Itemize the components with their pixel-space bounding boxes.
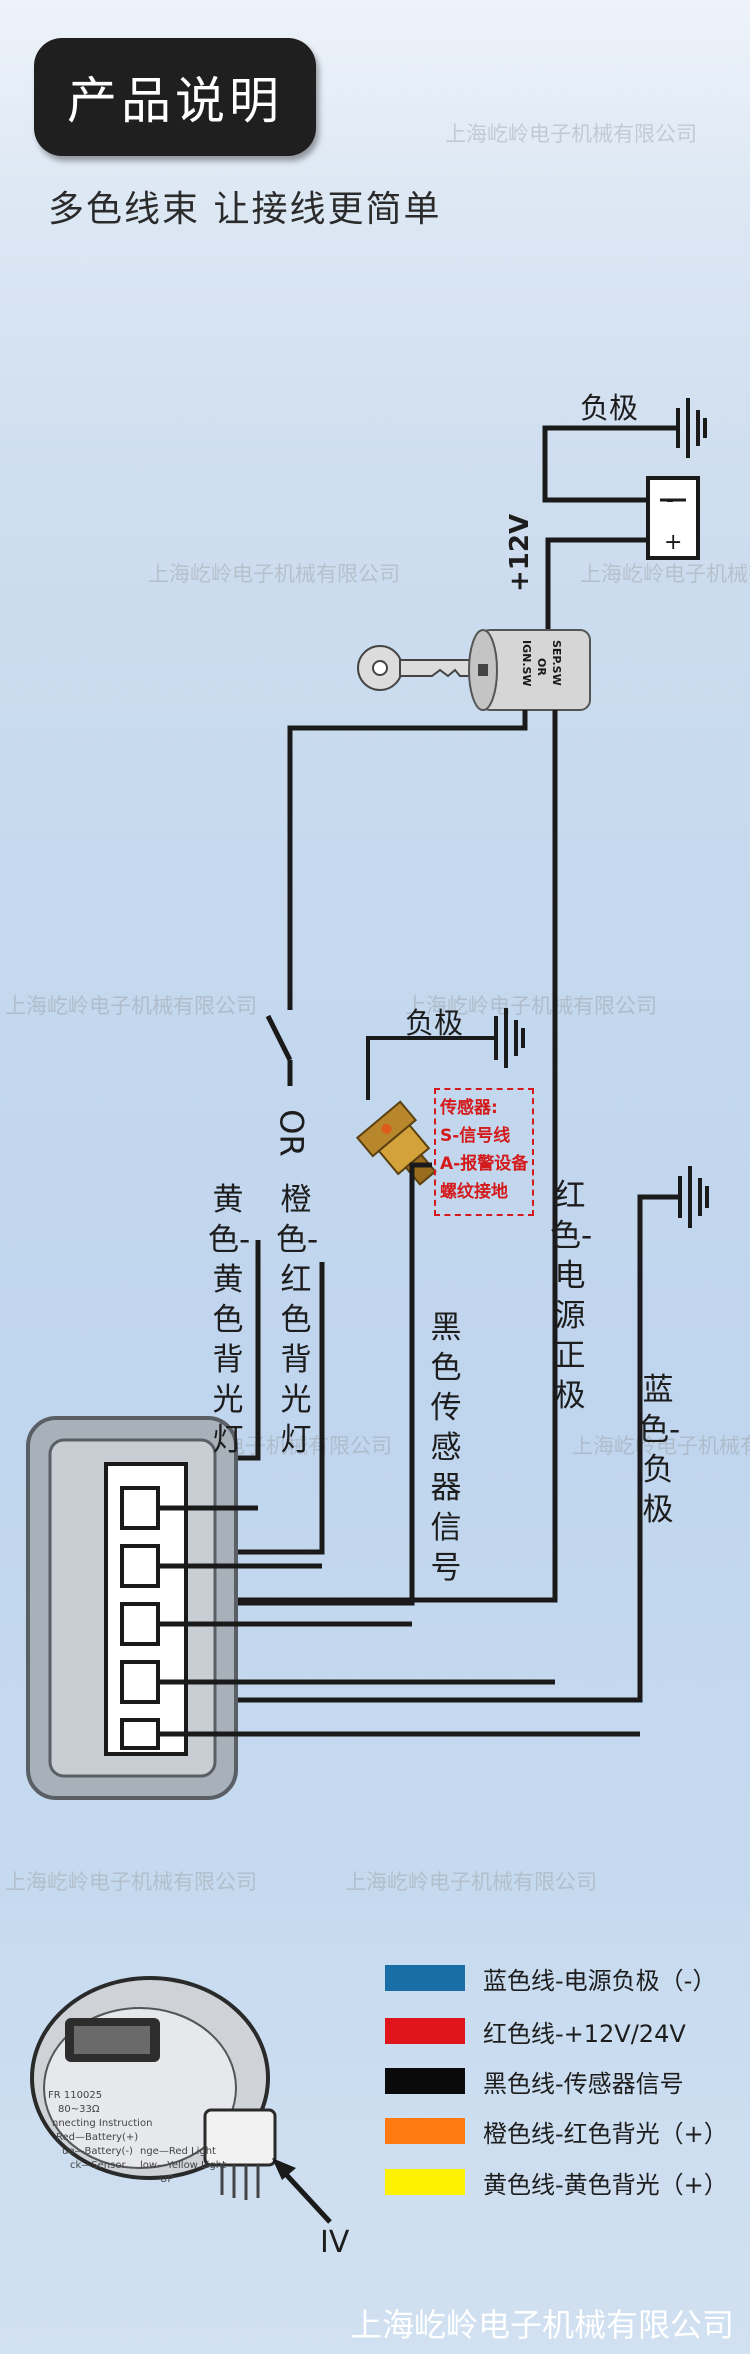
watermark: 上海屹岭电子机械有限公司 bbox=[580, 562, 750, 586]
label-red-power: 红色-电源正极 bbox=[550, 1178, 593, 1414]
sensor-note-line: 螺纹接地 bbox=[440, 1182, 508, 1202]
page-subtitle: 多色线束 让接线更简单 bbox=[48, 189, 442, 230]
pin-wires bbox=[158, 1505, 640, 1737]
legend-swatch bbox=[385, 2169, 465, 2195]
legend-item: 黄色线-黄色背光（+） bbox=[385, 2165, 728, 2199]
legend-label: 蓝色线-电源负极（-） bbox=[483, 1966, 717, 1995]
switch-sep-label: SEP.SW bbox=[550, 640, 563, 686]
meter-text: low—Yellow Light bbox=[140, 2160, 226, 2171]
battery-plus-label: + bbox=[664, 530, 682, 555]
key-icon bbox=[357, 645, 471, 691]
legend-label: 红色线-+12V/24V bbox=[483, 2019, 686, 2048]
wire-red-power bbox=[120, 710, 558, 1603]
ground-symbol-blue bbox=[678, 1166, 709, 1228]
iv-label: IV bbox=[320, 2225, 350, 2260]
ground-label-top: 负极 bbox=[580, 391, 639, 425]
meter-text: Red—Battery(+) bbox=[56, 2132, 139, 2143]
meter-text: FR 110025 bbox=[48, 2090, 103, 2101]
legend-item: 黑色线-传感器信号 bbox=[385, 2064, 684, 2098]
legend-item: 蓝色线-电源负极（-） bbox=[385, 1961, 716, 1995]
legend-item: 红色线-+12V/24V bbox=[385, 2014, 686, 2048]
switch-or-label: OR bbox=[535, 658, 548, 676]
watermark: 上海屹岭电子机械有限公司 bbox=[345, 1870, 597, 1894]
meter-text: ck—Sensor bbox=[70, 2160, 126, 2171]
meter-text: nnecting Instruction bbox=[52, 2118, 153, 2129]
watermark: 上海屹岭电子机械有限公司 bbox=[5, 994, 257, 1018]
wire-plus12v bbox=[545, 537, 650, 650]
sensor-note-line: S-信号线 bbox=[440, 1126, 511, 1146]
wire-ground-top bbox=[542, 425, 678, 503]
ignition-switch-icon bbox=[468, 629, 591, 711]
ground-symbol-sensor bbox=[494, 1008, 525, 1068]
label-black-sensor: 黑色传感器信号 bbox=[430, 1310, 462, 1586]
legend-label: 橙色线-红色背光（+） bbox=[483, 2119, 728, 2148]
label-orange-light: 橙色-红色背光灯 bbox=[276, 1182, 319, 1458]
wire-sensor-ground bbox=[366, 1036, 496, 1100]
ground-label-sensor: 负极 bbox=[405, 1006, 464, 1040]
legend-label: 黄色线-黄色背光（+） bbox=[483, 2170, 728, 2199]
wire-switch-to-light bbox=[287, 710, 528, 1010]
page-title: 产品说明 bbox=[67, 72, 283, 130]
or-label: OR bbox=[272, 1109, 311, 1157]
watermark-bottom: 上海屹岭电子机械有限公司 bbox=[350, 2306, 735, 2344]
toggle-switch bbox=[265, 1014, 293, 1086]
watermark: 上海屹岭电子机械有限公司 bbox=[405, 994, 657, 1018]
sensor-note: 传感器: S-信号线 A-报警设备 螺纹接地 bbox=[434, 1088, 534, 1216]
switch-ign-label: IGN.SW bbox=[520, 640, 533, 687]
legend-swatch bbox=[385, 2118, 465, 2144]
sensor-note-line: A-报警设备 bbox=[440, 1154, 529, 1174]
legend-swatch bbox=[385, 2018, 465, 2044]
watermark: 上海屹岭电子机械有限公司 bbox=[445, 122, 697, 146]
battery-minus-label: - bbox=[666, 488, 674, 513]
connector-pins bbox=[120, 1486, 160, 1750]
meter-text: 80~33Ω bbox=[58, 2104, 100, 2115]
meter-text: ue—Battery(-) bbox=[62, 2146, 133, 2157]
legend-label: 黑色线-传感器信号 bbox=[483, 2069, 684, 2098]
wire-black-sensor bbox=[120, 1162, 432, 1606]
watermark: 上海屹岭电子机械有限公司 bbox=[5, 1870, 257, 1894]
battery-icon bbox=[646, 476, 700, 560]
sensor-note-line: 传感器: bbox=[440, 1098, 498, 1118]
plus-12v-label: +12V bbox=[505, 513, 535, 592]
watermark: 上海屹岭电子机械有限公司 bbox=[148, 562, 400, 586]
meter-text: nge—Red Light bbox=[140, 2146, 216, 2157]
legend-swatch bbox=[385, 1965, 465, 1991]
ground-symbol-top bbox=[676, 398, 707, 458]
legend-item: 橙色线-红色背光（+） bbox=[385, 2114, 728, 2148]
watermark: 上海屹岭电子机械有限公司 bbox=[572, 1434, 750, 1458]
sensor-icon bbox=[355, 1100, 437, 1186]
label-blue-negative: 蓝色-负极 bbox=[638, 1372, 681, 1528]
title-badge: 产品说明 bbox=[34, 38, 316, 156]
legend-swatch bbox=[385, 2068, 465, 2094]
arrow-icon bbox=[272, 2158, 332, 2224]
meter-detail bbox=[30, 1976, 277, 2200]
meter-text: UP bbox=[160, 2174, 174, 2185]
wire-blue-negative bbox=[120, 1194, 680, 1703]
label-yellow-light: 黄色-黄色背光灯 bbox=[208, 1182, 251, 1458]
